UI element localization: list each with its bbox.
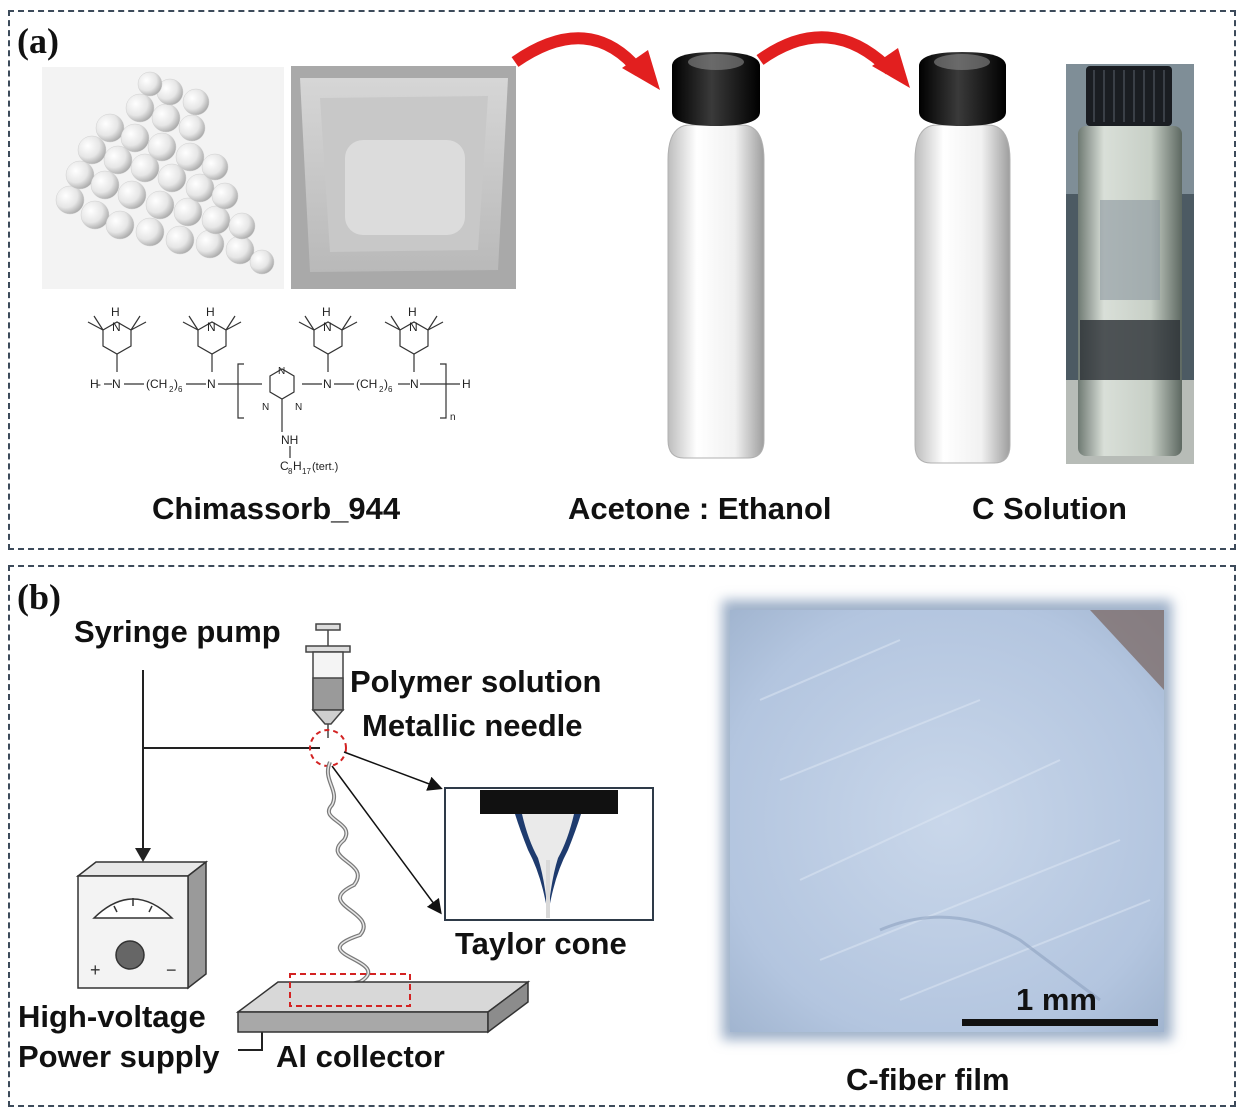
film-label: C-fiber film (846, 1062, 1010, 1097)
polymer-solution-label: Polymer solution (350, 664, 602, 699)
solvent-label: Acetone : Ethanol (568, 491, 832, 526)
panel-a-label: (a) (17, 21, 59, 61)
panel-a-frame (8, 10, 1236, 550)
svg-text:H: H (462, 377, 471, 391)
powder-tray-image (291, 66, 516, 289)
svg-text:-: - (97, 377, 101, 391)
svg-text:H: H (293, 459, 302, 473)
svg-text:(tert.): (tert.) (312, 461, 338, 473)
svg-text:N: N (112, 377, 121, 391)
power-supply-label: Power supply (18, 1039, 220, 1074)
svg-text:n: n (450, 412, 456, 423)
svg-text:): ) (384, 377, 388, 391)
taylor-cone-label: Taylor cone (455, 926, 627, 961)
svg-text:): ) (174, 377, 178, 391)
svg-text:N: N (295, 402, 302, 413)
svg-text:H: H (90, 377, 99, 391)
svg-text:H: H (322, 305, 331, 319)
panel-b-frame (8, 565, 1236, 1107)
taylor-cone-inset (444, 787, 654, 921)
svg-text:N: N (112, 320, 121, 334)
svg-text:N: N (207, 377, 216, 391)
svg-text:N: N (262, 402, 269, 413)
svg-text:(CH: (CH (356, 377, 377, 391)
svg-text:N: N (207, 320, 216, 334)
high-voltage-label: High-voltage (18, 999, 206, 1034)
svg-text:H: H (206, 305, 215, 319)
power-supply-unit (75, 860, 209, 990)
syringe-pump-label: Syringe pump (74, 614, 281, 649)
bottle-c-solution (914, 52, 1011, 464)
process-arrow-1 (511, 32, 660, 90)
solution-label: C Solution (972, 491, 1127, 526)
svg-text:6: 6 (178, 385, 183, 394)
negative-terminal-symbol: − (166, 960, 177, 980)
svg-text:H: H (408, 305, 417, 319)
syringe (305, 623, 351, 738)
svg-text:NH: NH (281, 433, 298, 447)
chimassorb-structure-text: H N H N H N H N H - N (CH 2 ) 6 N N N N … (90, 305, 471, 476)
svg-text:N: N (323, 377, 332, 391)
svg-text:H: H (111, 305, 120, 319)
zoom-line-bottom (331, 765, 442, 915)
pellets-image (42, 67, 284, 289)
wire-arrowhead (135, 848, 151, 862)
svg-text:N: N (409, 320, 418, 334)
fiber-whipping-jet (326, 761, 381, 1007)
chem-name-label: Chimassorb_944 (152, 491, 401, 526)
svg-text:17: 17 (302, 467, 311, 476)
scale-bar (962, 1019, 1158, 1026)
scale-bar-label: 1 mm (1016, 982, 1097, 1017)
metallic-needle-label: Metallic needle (362, 708, 583, 743)
c-solution-vial-photo (1066, 64, 1194, 464)
process-arrow-2 (756, 31, 910, 88)
svg-text:N: N (323, 320, 332, 334)
svg-text:N: N (278, 366, 285, 377)
al-collector-label: Al collector (276, 1039, 445, 1074)
bottle-acetone-ethanol (667, 52, 765, 459)
panel-b-label: (b) (17, 577, 61, 617)
svg-text:N: N (410, 377, 419, 391)
zoom-line-top (343, 751, 443, 791)
svg-text:6: 6 (388, 385, 393, 394)
positive-terminal-symbol: + (90, 960, 101, 980)
svg-text:2: 2 (169, 385, 174, 394)
svg-text:8: 8 (288, 467, 293, 476)
svg-text:2: 2 (379, 385, 384, 394)
c-fiber-film-photo (722, 600, 1172, 1040)
chimassorb-structure (87, 315, 460, 458)
svg-text:C: C (280, 459, 289, 473)
svg-text:(CH: (CH (146, 377, 167, 391)
al-collector-plate (235, 980, 531, 1034)
deposit-highlight-box (289, 973, 411, 1007)
